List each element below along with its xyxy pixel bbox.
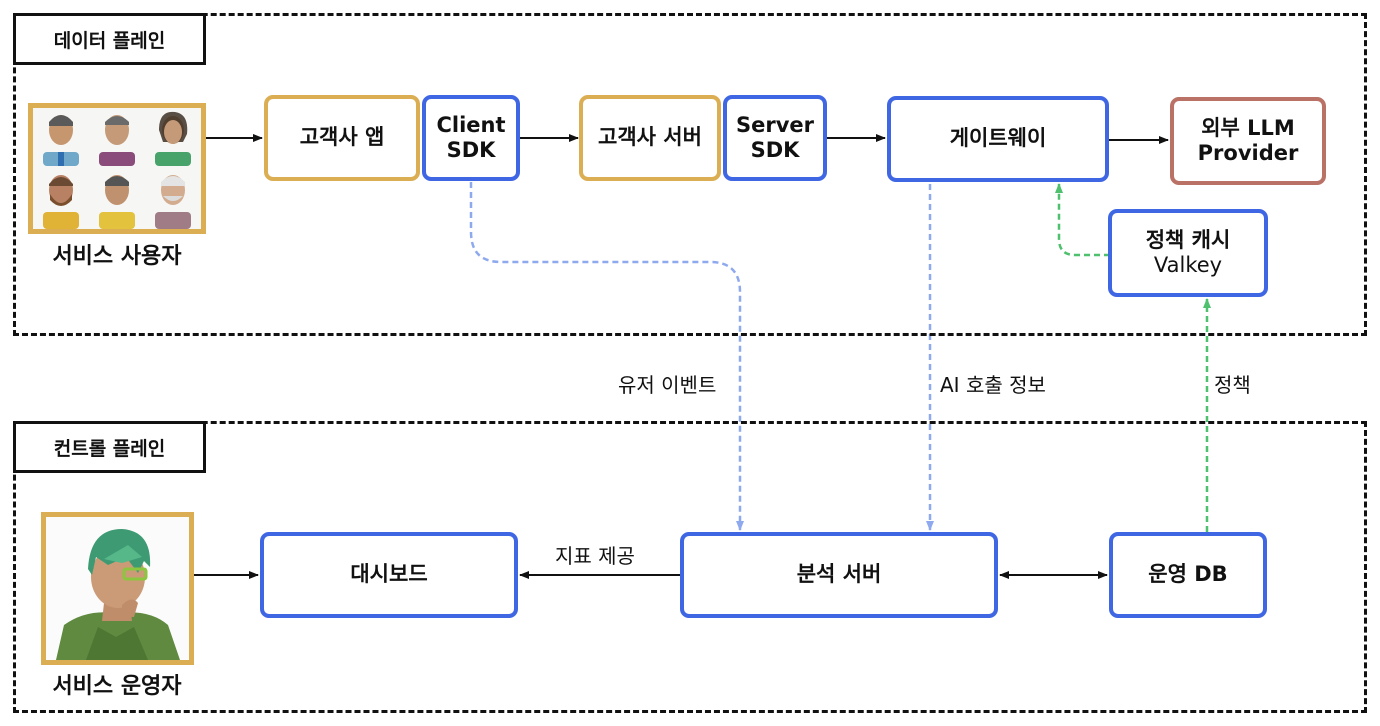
service-operator-image [41,512,194,665]
operator-icon [46,517,189,660]
edge-label-user-events: 유저 이벤트 [618,373,717,397]
edge-label-policy: 정책 [1214,373,1251,397]
ops-db-node[interactable]: 운영 DB [1109,532,1267,618]
ops-db-label: 운영 DB [1148,562,1228,587]
arrow-cache-to-gateway [1055,183,1110,257]
external-llm-label-line2: Provider [1197,141,1299,165]
analytics-server-label: 분석 서버 [796,562,882,587]
dashboard-node[interactable]: 대시보드 [260,532,518,618]
policy-cache-title: 정책 캐시 [1145,227,1231,252]
customer-app-label: 고객사 앱 [299,125,385,150]
data-plane-region [13,13,1367,336]
service-operator-label: 서비스 운영자 [52,674,182,699]
dashboard-label: 대시보드 [350,562,428,587]
external-llm-label-line1: 외부 LLM [1201,115,1295,140]
external-llm-node[interactable]: 외부 LLM Provider [1170,97,1326,185]
customer-app-node[interactable]: 고객사 앱 [264,95,420,181]
policy-cache-node[interactable]: 정책 캐시 Valkey [1108,209,1268,297]
control-plane-title: 컨트롤 플레인 [13,421,206,473]
edge-label-ai-call-info: AI 호출 정보 [940,373,1046,397]
client-sdk-label-line2: SDK [446,138,496,162]
server-sdk-node[interactable]: Server SDK [723,95,827,181]
gateway-node[interactable]: 게이트웨이 [887,96,1109,182]
analytics-server-node[interactable]: 분석 서버 [680,532,998,618]
server-sdk-label-line2: SDK [750,138,800,162]
policy-cache-sub: Valkey [1153,253,1223,277]
client-sdk-node[interactable]: Client SDK [422,95,520,181]
users-group-icon [33,108,201,229]
customer-server-label: 고객사 서버 [598,125,702,150]
customer-server-node[interactable]: 고객사 서버 [579,95,721,181]
control-plane-region [13,421,1367,713]
service-users-image [28,103,206,234]
arrow-user-events [469,182,744,531]
data-plane-title: 데이터 플레인 [13,13,206,65]
service-users-label: 서비스 사용자 [52,244,182,269]
client-sdk-label-line1: Client [436,112,506,137]
server-sdk-label-line1: Server [735,112,814,137]
gateway-label: 게이트웨이 [949,126,1047,151]
edge-label-metrics: 지표 제공 [555,544,635,568]
